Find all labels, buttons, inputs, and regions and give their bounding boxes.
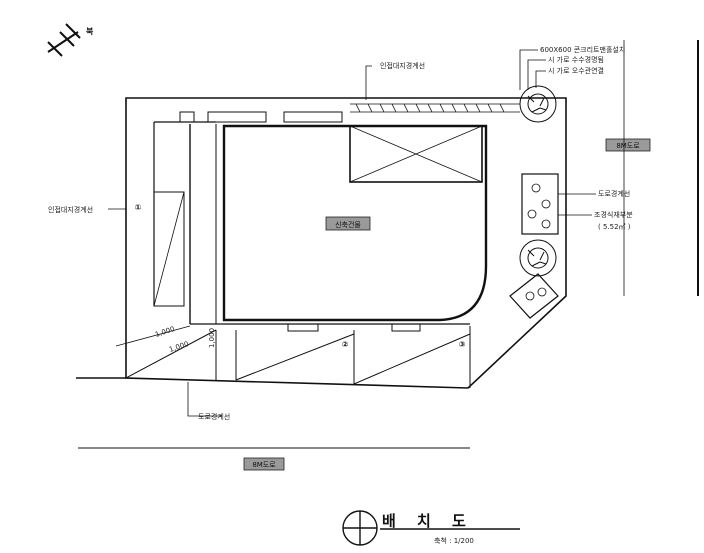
planter-line-label: 도로경계선: [598, 189, 630, 198]
tree-note-3: 시 가로 오수관연결: [548, 66, 604, 75]
left-boundary-label: 인접대지경계선: [48, 205, 93, 214]
parking-number-1: ①: [135, 203, 142, 212]
north-label: 북: [86, 26, 94, 36]
planting-area-label: 조경식재부분: [594, 210, 633, 219]
tree-note-2: 시 가로 수수경명됨: [548, 55, 604, 64]
drawing-scale: 축척 : 1/200: [434, 536, 474, 545]
hedge-row: [350, 103, 520, 113]
planting-area-value: ( 5.52㎡ ): [598, 223, 631, 231]
tree-note-1: 600X600 콘크리트맨홀설치: [540, 45, 625, 54]
road-right-label: 8M도로: [616, 142, 640, 150]
tree-icon: [519, 85, 557, 277]
parking-number-2: ②: [342, 340, 349, 349]
road-bottom-label: 8M도로: [252, 461, 276, 469]
parking-number-3: ③: [459, 340, 466, 349]
drawing-title: 배 치 도: [382, 512, 474, 530]
parking-stalls: [125, 326, 471, 388]
dimension-3: 1,000: [208, 328, 216, 348]
site-boundary: [125, 97, 567, 389]
north-arrow-icon: [47, 23, 81, 57]
road-boundary-bottom-label: 도로경계선: [198, 412, 230, 421]
title-symbol-icon: [342, 510, 378, 546]
building-outline: [222, 124, 488, 322]
building-label: 신축건물: [335, 220, 361, 229]
top-boundary-label: 인접대지경계선: [380, 61, 425, 70]
shrub-icon: [527, 183, 551, 229]
